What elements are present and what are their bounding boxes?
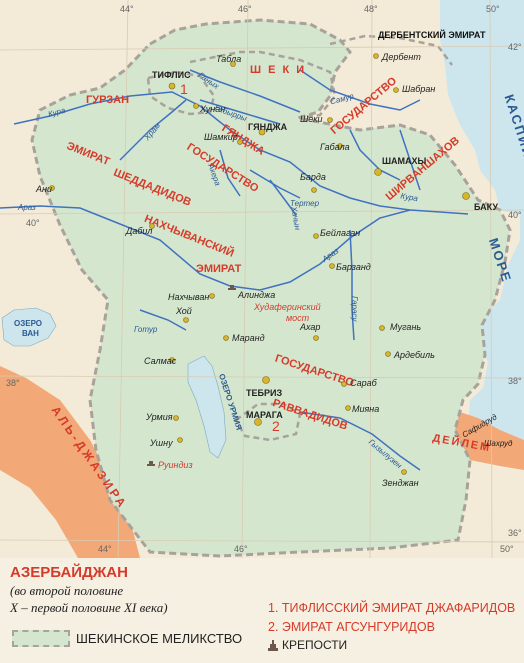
city-shabran: Шабран (402, 84, 435, 94)
legend-fortress-label: КРЕПОСТИ (282, 638, 348, 652)
shemakha-rivers (349, 129, 421, 191)
city-akhar: Ахар (299, 322, 320, 332)
lat-36-right: 36° (508, 528, 522, 538)
city-shemakha: ШАМАХЫ (382, 156, 427, 166)
label-num-1: 1 (180, 81, 188, 97)
derbent-border (329, 34, 454, 66)
samur-river (299, 69, 421, 111)
city-khudafarin-1: Худаферинский (253, 302, 321, 312)
city-khoy: Хой (175, 306, 192, 316)
lat-38-left: 38° (6, 378, 20, 388)
city-tiflis: ТИФЛИС (152, 70, 191, 80)
water-lake-van-1: ОЗЕРО (14, 319, 42, 328)
fortress-icons (147, 285, 236, 466)
maraga-border (234, 402, 302, 442)
legend-title: АЗЕРБАЙДЖАН (10, 564, 128, 581)
city-tabriz: ТЕБРИЗ (246, 388, 282, 398)
water-araz-1: Араз (17, 203, 36, 212)
lat-40-left: 40° (26, 218, 40, 228)
city-sarab: Сараб (350, 378, 378, 388)
lat-38-right: 38° (508, 376, 522, 386)
lon-44-bottom: 44° (98, 544, 112, 554)
city-ganja: ГЯНДЖА (248, 122, 288, 132)
city-miyana: Мияна (352, 404, 379, 414)
city-marand: Маранд (232, 333, 265, 343)
city-ardabil: Ардебиль (393, 350, 435, 360)
city-salmas: Салмас (144, 356, 177, 366)
city-ani: Ани (35, 184, 52, 194)
akera-river (219, 149, 241, 197)
city-hunan: Хунан (199, 104, 225, 114)
water-khachin: Хачын (289, 205, 302, 231)
legend: АЗЕРБАЙДЖАН (во второй половине X – перв… (0, 558, 524, 663)
city-dots (49, 53, 470, 475)
lon-44-top: 44° (120, 4, 134, 14)
city-shahrud: Шахруд (484, 439, 513, 448)
city-dabil: Дабил (125, 226, 153, 236)
city-barzand: Барзанд (336, 262, 371, 272)
gabyrry-river (199, 99, 281, 125)
legend-shekin-label: ШЕКИНСКОЕ МЕЛИКСТВО (76, 631, 243, 646)
water-samur: Самур (329, 91, 355, 106)
city-khudafarin-2: мост (286, 313, 310, 323)
city-shamkir: Шамкир (204, 132, 238, 142)
legend-region-2: 2. ЭМИРАТ АГСУНГУРИДОВ (268, 620, 435, 634)
city-beylagan: Бейлаган (320, 228, 360, 238)
label-gurzan: ГУРЗАН (86, 94, 129, 106)
caspian-sea (440, 0, 524, 450)
city-zenjan: Зенджан (382, 478, 419, 488)
city-barda: Барда (300, 172, 326, 182)
tiflis-border (146, 70, 216, 116)
garasu-river (349, 229, 355, 341)
water-kura-2: Кура (400, 191, 419, 203)
city-gabala: Габала (320, 142, 350, 152)
lon-50-top: 50° (486, 4, 500, 14)
khachin-river (269, 179, 297, 216)
lon-50-bottom: 50° (500, 544, 514, 554)
label-num-2: 2 (272, 418, 280, 434)
label-nakh-2: ЭМИРАТ (196, 263, 242, 275)
map-svg: 44° 46° 48° 50° 42° 40° 40° 38° 38° 44° … (0, 0, 524, 558)
lon-46-bottom: 46° (234, 544, 248, 554)
city-baku: БАКУ (474, 202, 498, 212)
kura-river (13, 91, 469, 215)
city-alinja: Алинджа (237, 290, 275, 300)
city-nakhchivan: Нахчыван (168, 292, 209, 302)
lake-van (1, 307, 57, 347)
city-urmia: Урмия (145, 412, 173, 422)
water-lake-van-2: ВАН (22, 329, 39, 338)
city-ushnu: Ушну (149, 438, 173, 448)
city-sheki: Шеки (300, 114, 323, 124)
city-maraga: МАРАГА (246, 410, 283, 420)
city-ruindiz: Руиндиз (158, 460, 193, 470)
lat-42-right: 42° (508, 42, 522, 52)
sheki-border (189, 50, 337, 120)
water-garasu: Гарасу (350, 296, 359, 322)
tertar-river (249, 169, 301, 199)
lon-48-top: 48° (364, 4, 378, 14)
water-gotur: Готур (134, 325, 158, 334)
legend-shekin-swatch (12, 630, 70, 647)
khram-river (119, 99, 187, 161)
shekin-region (30, 18, 512, 558)
water-tertar: Тертер (290, 199, 320, 208)
gotur-river (139, 309, 187, 331)
legend-subtitle-2: X – первой половине XI века) (10, 600, 168, 615)
label-sheki: Ш Е К И (250, 64, 306, 76)
lat-40-right: 40° (508, 210, 522, 220)
aljazira-zone (0, 366, 140, 558)
city-derbent: Дербент (381, 52, 421, 62)
graticule (0, 0, 524, 558)
legend-subtitle-1: (во второй половине (10, 583, 124, 598)
gyzyluzen-river (299, 411, 421, 471)
lake-urmia (187, 355, 227, 459)
label-derbent-emirate: ДЕРБЕНТСКИЙ ЭМИРАТ (378, 29, 486, 40)
ganikh-river (189, 69, 301, 113)
lon-46-top: 46° (238, 4, 252, 14)
fortress-icon (268, 640, 278, 651)
city-mugan: Мугань (390, 322, 421, 332)
legend-region-1: 1. ТИФЛИССКИЙ ЭМИРАТ ДЖАФАРИДОВ (268, 601, 516, 615)
city-tabla: Табла (216, 54, 241, 64)
